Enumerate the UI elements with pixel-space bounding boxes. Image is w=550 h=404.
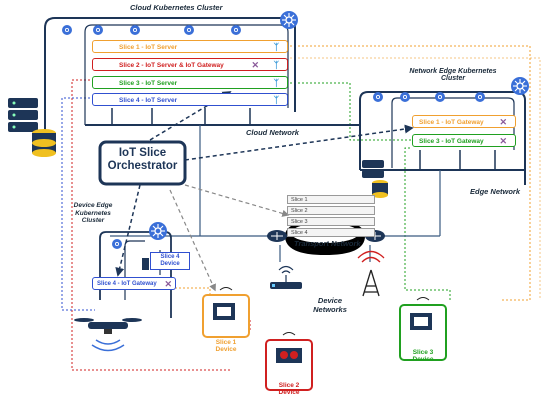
device-networks-line2: Networks	[313, 305, 347, 314]
transport-slice-4: Slice 4	[287, 228, 375, 237]
slice1-device-board	[202, 294, 250, 338]
device-label-line2: Device	[412, 356, 434, 363]
edge-slice-1[interactable]: Slice 1 - IoT Gateway ✕	[412, 115, 516, 128]
x-gateway-icon: ✕	[164, 279, 172, 289]
cloud-node-icon	[61, 24, 73, 36]
edge-slice-label: Slice 1 - IoT Gateway	[419, 119, 484, 126]
cloud-cluster-title: Cloud Kubernetes Cluster	[130, 3, 223, 12]
slice2-device-label: Slice 2 Device	[266, 382, 312, 396]
bird-server-icon: ᛉ	[273, 60, 279, 70]
device-edge-title-line1: Device Edge	[73, 202, 113, 209]
x-gateway-icon: ✕	[499, 117, 507, 127]
cell-tower-icon	[357, 250, 385, 297]
cloud-slice-label: Slice 4 - IoT Server	[119, 97, 178, 104]
bird-server-icon: ᛉ	[273, 42, 279, 52]
transport-slice-3: Slice 3	[287, 217, 375, 226]
device-label-line1: Slice 2	[278, 382, 300, 389]
x-gateway-icon: ✕	[251, 60, 259, 70]
edge-title-line1: Network Edge Kubernetes	[409, 68, 497, 75]
device-label-line2: Device	[278, 389, 300, 396]
edge-node-icon	[434, 91, 446, 103]
router-icon	[267, 230, 287, 242]
transport-slice-1: Slice 1	[287, 195, 375, 204]
slice3-device-board	[399, 304, 447, 361]
orchestrator-line2: Orchestrator	[107, 160, 178, 172]
edge-node-icon	[399, 91, 411, 103]
x-gateway-icon: ✕	[499, 136, 507, 146]
kubernetes-wheel-icon	[510, 76, 530, 96]
edge-cluster	[359, 76, 530, 185]
cloud-slice-label: Slice 2 - IoT Server & IoT Gateway	[119, 62, 224, 69]
slice4-device-line1: Slice 4	[160, 254, 180, 260]
kubernetes-wheel-icon	[148, 221, 168, 241]
cloud-server-rack-icon	[8, 98, 56, 157]
edge-slice-label: Slice 3 - IoT Gateway	[419, 138, 484, 145]
slice3-device-label: Slice 3 Device	[400, 349, 446, 363]
cloud-slice-label: Slice 3 - IoT Server	[119, 80, 178, 87]
edge-node-icon	[474, 91, 486, 103]
device-edge-slice-4[interactable]: Slice 4 - IoT Gateway ✕	[92, 277, 176, 290]
cloud-slice-2[interactable]: Slice 2 - IoT Server & IoT Gateway ✕ ᛉ	[92, 58, 288, 71]
orchestrator-title: IoT Slice Orchestrator	[100, 147, 185, 173]
edge-server-rack-icon	[362, 160, 388, 198]
device-networks-line1: Device	[317, 296, 343, 305]
edge-network-label: Edge Network	[470, 187, 521, 196]
cloud-slice-label: Slice 1 - IoT Server	[119, 44, 178, 51]
drone-icon	[74, 318, 142, 352]
device-label-line1: Slice 1	[215, 339, 237, 346]
cloud-node-icon	[183, 24, 195, 36]
device-label-line2: Device	[215, 346, 237, 353]
wifi-access-point-icon	[270, 265, 302, 289]
edge-slice-3[interactable]: Slice 3 - IoT Gateway ✕	[412, 134, 516, 147]
device-edge-title-line2: Kubernetes	[75, 209, 111, 217]
cloud-node-icon	[230, 24, 242, 36]
bird-server-icon: ᛉ	[273, 78, 279, 88]
device-label-line1: Slice 3	[412, 349, 434, 356]
cloud-slice-4[interactable]: Slice 4 - IoT Server ᛉ	[92, 93, 288, 106]
cloud-slice-1[interactable]: Slice 1 - IoT Server ᛉ	[92, 40, 288, 53]
device-edge-slice-label: Slice 4 - IoT Gateway	[97, 281, 157, 287]
cloud-cluster	[44, 10, 360, 130]
slice2-device-board	[265, 339, 313, 391]
cloud-node-icon	[129, 24, 141, 36]
bird-server-icon: ᛉ	[273, 95, 279, 105]
cloud-network-label: Cloud Network	[246, 128, 299, 137]
edge-node-icon	[372, 91, 384, 103]
device-wifi-icons	[219, 287, 430, 336]
edge-cluster-title: Network Edge Kubernetes Cluster	[403, 68, 503, 82]
orchestrator-line1: IoT Slice	[118, 147, 167, 159]
slice1-device-label: Slice 1 Device	[203, 339, 249, 353]
cloud-slice-3[interactable]: Slice 3 - IoT Server ᛉ	[92, 76, 288, 89]
device-edge-title: Device Edge Kubernetes Cluster	[58, 202, 128, 225]
cloud-node-icon	[92, 24, 104, 36]
device-edge-node-icon	[111, 238, 123, 250]
slice4-device-line2: Device	[160, 261, 180, 267]
device-networks-label: Device Networks	[305, 296, 355, 314]
transport-network-label: Transport Network	[294, 239, 361, 248]
orchestrator-box	[98, 140, 187, 186]
device-edge-title-line3: Cluster	[81, 217, 105, 224]
edge-title-line2: Cluster	[440, 75, 466, 82]
kubernetes-wheel-icon	[279, 10, 299, 30]
transport-slice-2: Slice 2	[287, 206, 375, 215]
slice4-device-label: Slice 4 Device	[150, 252, 190, 270]
